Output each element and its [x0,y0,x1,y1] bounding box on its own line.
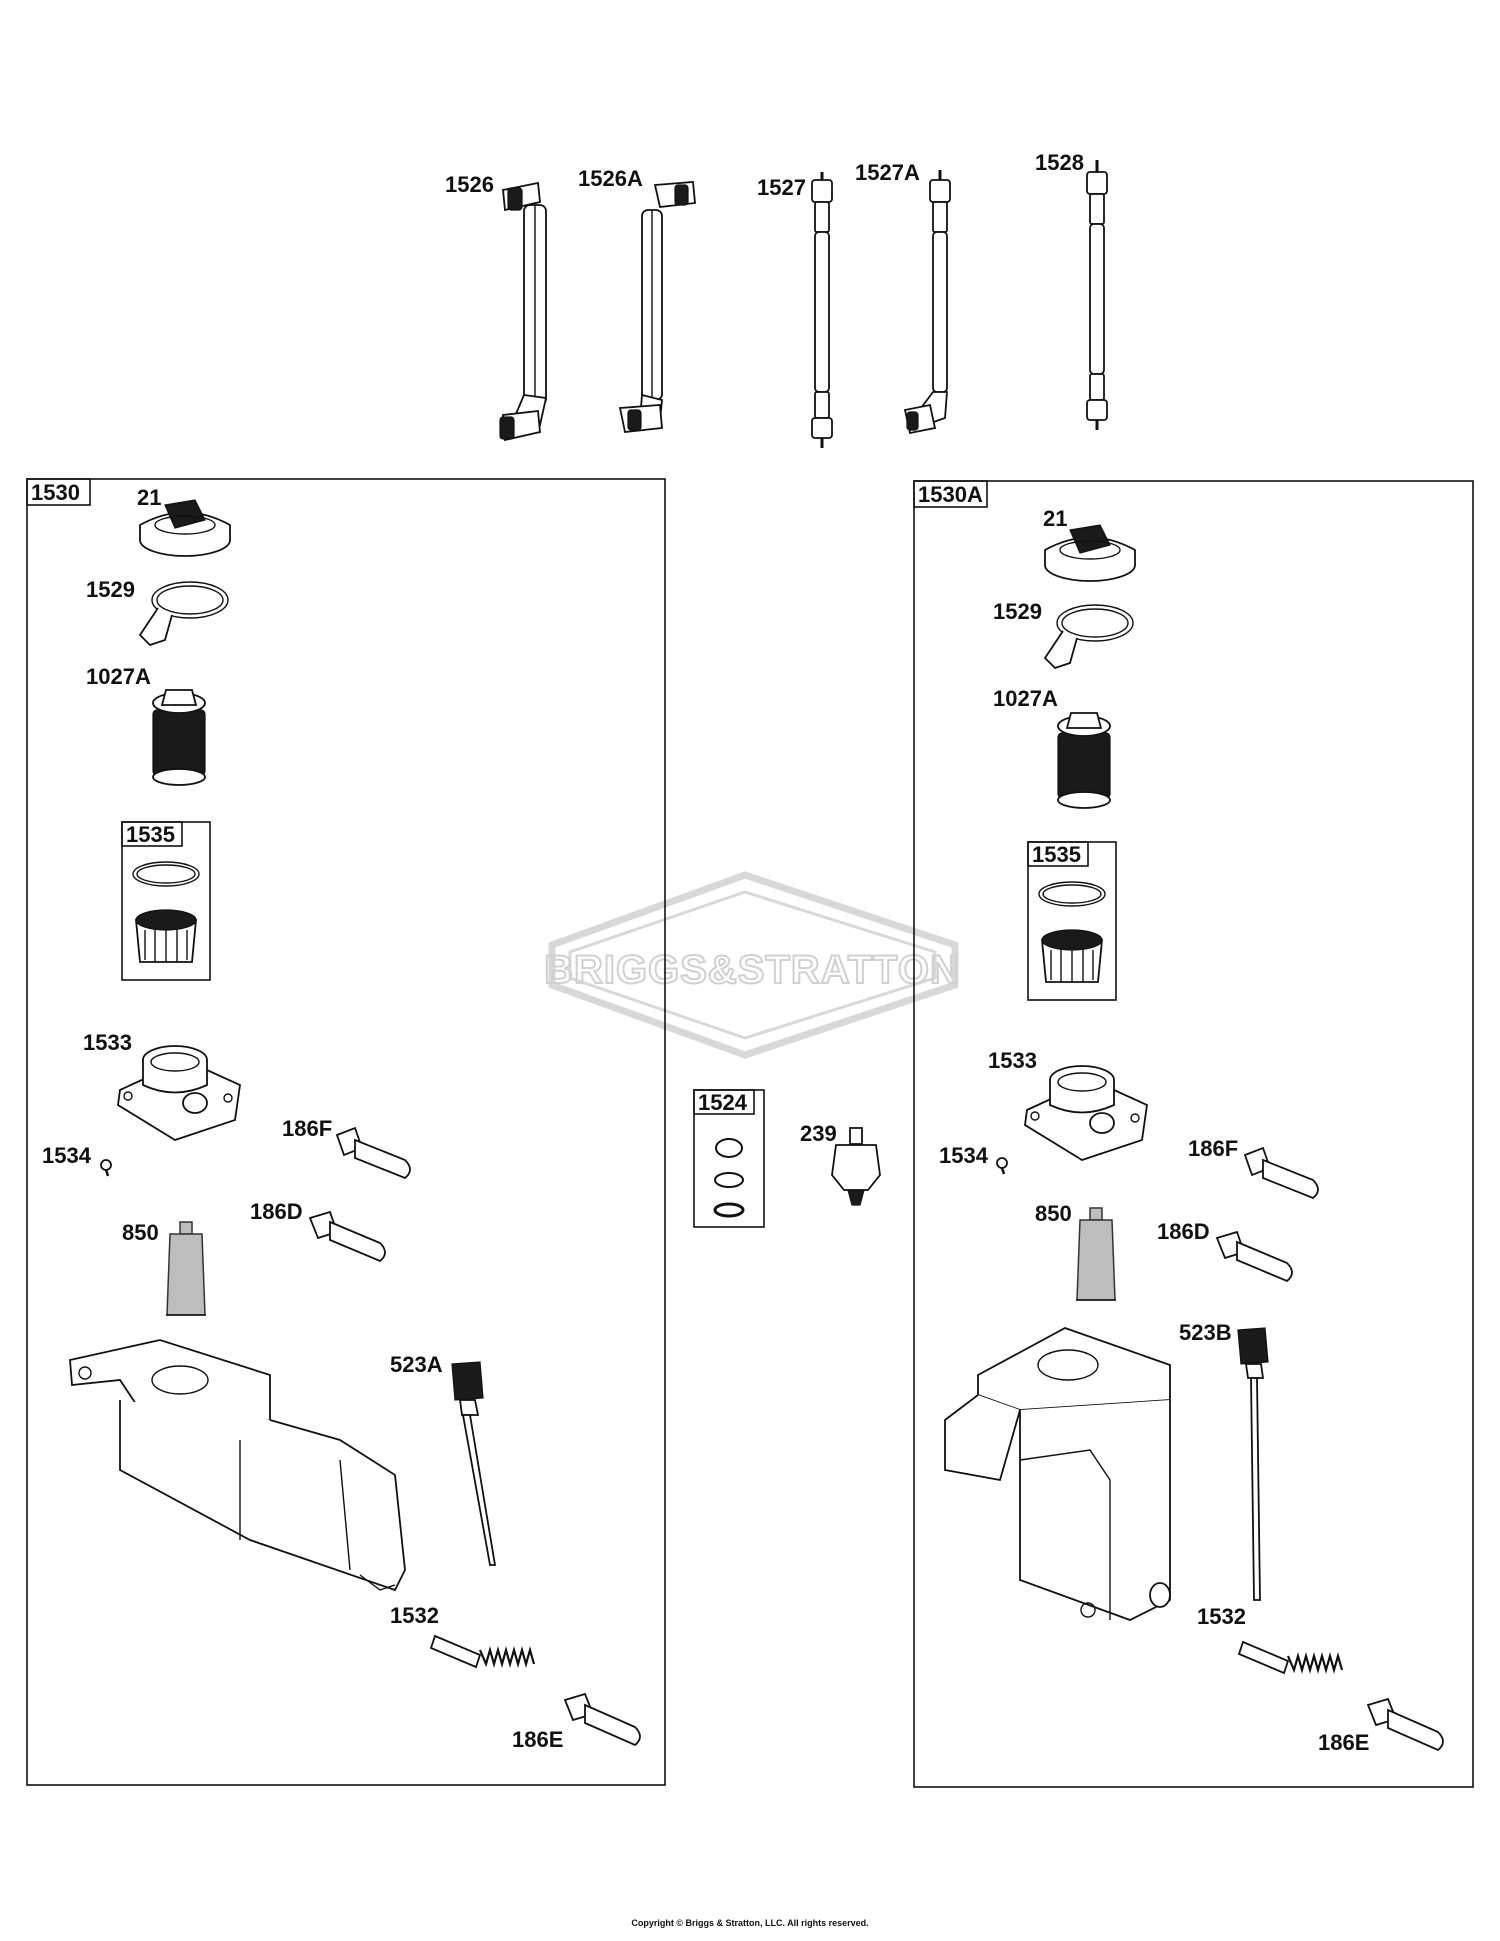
part-label-1524: 1524 [698,1090,748,1115]
fuel-sender-239[interactable]: 239 [800,1121,881,1206]
sealant-tube-850-left[interactable]: 850 [122,1220,206,1316]
kit-label-1530a: 1530A [918,482,983,507]
fitting-186e-right[interactable]: 186E [1318,1697,1444,1755]
fuel-cap-right[interactable]: 21 [1043,506,1136,582]
part-label-1527: 1527 [757,175,806,200]
screw-1534-left[interactable]: 1534 [42,1143,112,1177]
kit-frame-1530a [913,480,1474,1788]
kit-label-box-1530a [913,480,988,508]
part-label-21-right: 21 [1043,506,1067,531]
dipstick-523a[interactable]: 523A [390,1352,497,1566]
part-label-1027a-left: 1027A [86,664,151,689]
fuel-tank-left[interactable] [69,1339,406,1592]
gasket-1529-right[interactable]: 1529 [993,599,1134,670]
kit-label-1530: 1530 [31,480,80,505]
part-label-1526: 1526 [445,172,494,197]
part-label-850-left: 850 [122,1220,159,1245]
copyright-notice: Copyright © Briggs & Stratton, LLC. All … [631,1918,869,1928]
fitting-186e-left[interactable]: 186E [512,1692,641,1752]
hose-1526[interactable]: 1526 [445,172,548,442]
part-label-186f-left: 186F [282,1116,332,1141]
hose-1527[interactable]: 1527 [757,172,833,448]
part-label-186e-right: 186E [1318,1730,1369,1755]
part-label-523a: 523A [390,1352,443,1377]
fuel-cap-left[interactable]: 21 [137,485,231,557]
fitting-186d-right[interactable]: 186D [1157,1219,1293,1283]
part-label-1534-right: 1534 [939,1143,989,1168]
fitting-186d-left[interactable]: 186D [250,1199,386,1263]
part-label-1533-left: 1533 [83,1030,132,1055]
part-label-850-right: 850 [1035,1201,1072,1226]
part-label-186d-left: 186D [250,1199,303,1224]
watermark-logo: BRIGGS&STRATTON [543,871,960,1059]
part-label-523b: 523B [1179,1320,1232,1345]
filter-kit-1535-right[interactable]: 1535 [1027,841,1117,1001]
part-label-1532-left: 1532 [390,1603,439,1628]
part-label-1527a: 1527A [855,160,920,185]
part-label-1535-left: 1535 [126,822,175,847]
part-label-1535-right: 1535 [1032,842,1081,867]
watermark-text: BRIGGS&STRATTON [544,948,960,992]
fitting-186f-left[interactable]: 186F [282,1116,411,1180]
filter-base-1533-left[interactable]: 1533 [83,1030,241,1141]
part-label-186f-right: 186F [1188,1136,1238,1161]
part-label-1533-right: 1533 [988,1048,1037,1073]
filter-kit-1535-left[interactable]: 1535 [121,821,211,981]
part-label-239: 239 [800,1121,837,1146]
kit-frame-1530 [26,478,666,1786]
part-label-1526a: 1526A [578,166,643,191]
fitting-186f-right[interactable]: 186F [1188,1136,1319,1200]
filter-base-1533-right[interactable]: 1533 [988,1048,1148,1161]
part-label-1529-left: 1529 [86,577,135,602]
fuel-filter-1027a-left[interactable]: 1027A [86,664,206,786]
part-label-1027a-right: 1027A [993,686,1058,711]
part-label-1528: 1528 [1035,150,1084,175]
oring-kit-1524[interactable]: 1524 [693,1089,765,1228]
fuel-tank-right[interactable] [944,1327,1171,1621]
gasket-1529-left[interactable]: 1529 [86,577,229,647]
dipstick-523b[interactable]: 523B [1179,1320,1269,1601]
spring-1532-right[interactable]: 1532 [1197,1604,1344,1675]
part-label-186d-right: 186D [1157,1219,1210,1244]
kit-label-box-1530 [26,478,91,506]
part-label-1529-right: 1529 [993,599,1042,624]
spring-1532-left[interactable]: 1532 [390,1603,536,1669]
hose-1526a[interactable]: 1526A [578,166,696,433]
screw-1534-right[interactable]: 1534 [939,1143,1008,1175]
part-label-1532-right: 1532 [1197,1604,1246,1629]
sealant-tube-850-right[interactable]: 850 [1035,1201,1116,1301]
part-label-186e-left: 186E [512,1727,563,1752]
fuel-filter-1027a-right[interactable]: 1027A [993,686,1111,809]
part-label-1534-left: 1534 [42,1143,92,1168]
hose-1528[interactable]: 1528 [1035,150,1108,430]
part-label-21-left: 21 [137,485,161,510]
hose-1527a[interactable]: 1527A [855,160,951,435]
